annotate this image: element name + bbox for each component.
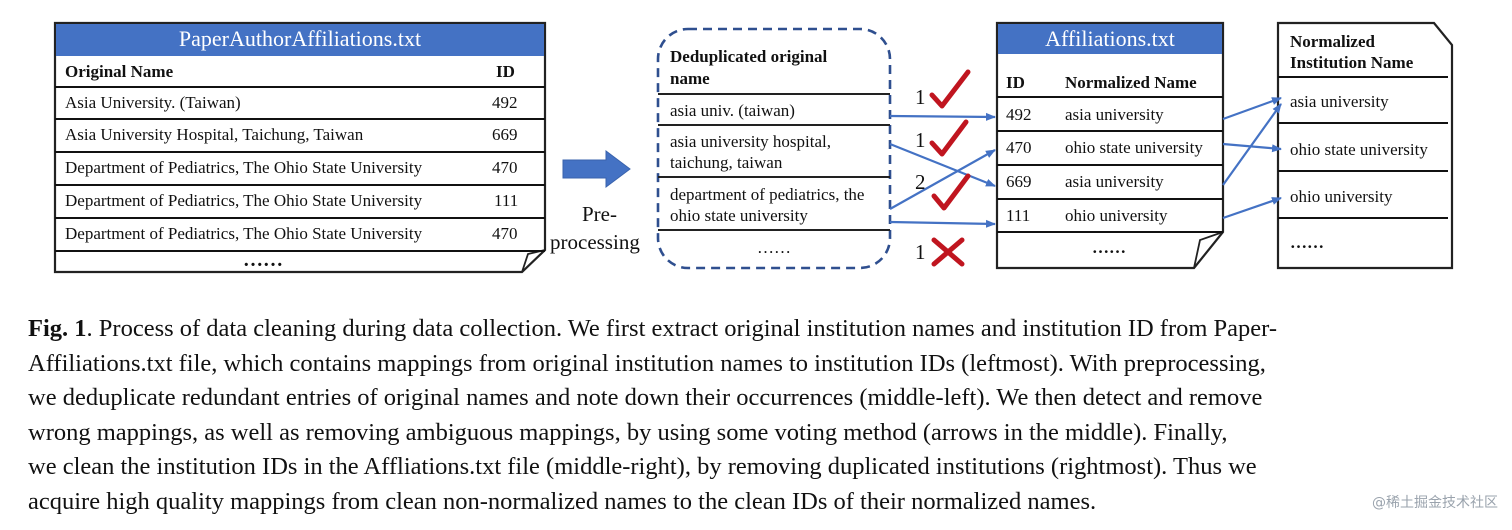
figure-caption: Fig. 1. Process of data cleaning during …	[28, 312, 1488, 519]
affiliations-row-id: 470	[1006, 138, 1032, 157]
arrow-492-to-asia	[1222, 96, 1282, 121]
arrow-470-to-ohio-state	[1222, 142, 1282, 153]
left-table-header-name: Original Name	[65, 62, 174, 81]
affiliations-document-outline	[995, 21, 1225, 270]
caption-label: Fig. 1	[28, 315, 87, 342]
preprocessing-label-line1: Pre-	[582, 202, 617, 226]
caption-text: Affiliations.txt file, which contains ma…	[28, 349, 1266, 377]
vote-count: 2	[915, 170, 926, 194]
normalized-row-name: ohio university	[1290, 187, 1393, 206]
affiliations-row-name: ohio state university	[1065, 138, 1203, 157]
dedup-title-line2: name	[670, 69, 710, 88]
left-table-row-name: Department of Pediatrics, The Ohio State…	[65, 191, 423, 210]
left-table-row-name: Department of Pediatrics, The Ohio State…	[65, 158, 423, 177]
affiliations-row-name: asia university	[1065, 172, 1164, 191]
check-mark-icon	[929, 69, 971, 109]
dedup-row-text: taichung, taiwan	[670, 153, 783, 172]
affiliations-header-name: Normalized Name	[1065, 73, 1197, 92]
arrow-dedup3-to-111	[889, 219, 996, 228]
affiliations-row-name: ohio university	[1065, 206, 1168, 225]
watermark: @稀土掘金技术社区	[1372, 495, 1498, 511]
vote-count: 1	[915, 85, 926, 109]
preprocessing-label-line2: processing	[550, 230, 640, 254]
affiliations-header-id: ID	[1006, 73, 1025, 92]
arrow-111-to-ohio	[1222, 196, 1282, 220]
left-table-row-id: 492	[492, 93, 518, 112]
preprocessing-arrow	[562, 150, 631, 188]
left-document-outline	[53, 21, 547, 274]
normalized-row-name: asia university	[1290, 92, 1389, 111]
left-table-row-name: Department of Pediatrics, The Ohio State…	[65, 224, 423, 243]
check-mark-icon	[931, 173, 971, 211]
dedup-row-text: asia univ. (taiwan)	[670, 101, 795, 120]
arrow-dedup3-to-470	[889, 149, 996, 210]
left-table-row-id: 111	[494, 191, 519, 210]
dedup-row-text: ohio state university	[670, 206, 808, 225]
caption-text: we deduplicate redundant entries of orig…	[28, 384, 1263, 411]
affiliations-row-id: 111	[1006, 206, 1031, 225]
affiliations-row-name: asia university	[1065, 105, 1164, 124]
affiliations-ellipsis: ……	[1092, 238, 1126, 257]
normalized-ellipsis: ……	[1290, 233, 1324, 252]
affiliations-row-id: 492	[1006, 105, 1032, 124]
caption-text: acquire high quality mappings from clean…	[28, 487, 1097, 515]
left-table-row-id: 669	[492, 125, 518, 144]
dedup-box-outline	[656, 27, 892, 270]
diagram-graphics	[53, 21, 1454, 274]
check-mark-icon	[929, 119, 969, 157]
dedup-row-text: asia university hospital,	[670, 132, 832, 151]
left-table-ellipsis: ……	[243, 249, 283, 271]
left-table-row-name: Asia University. (Taiwan)	[65, 93, 241, 112]
normalized-row-name: ohio state university	[1290, 140, 1428, 159]
arrow-dedup2-to-669	[889, 142, 996, 188]
normalized-document-outline	[1276, 21, 1454, 270]
left-table-header-id: ID	[496, 62, 515, 81]
caption-text: . Process of data cleaning during data c…	[86, 315, 1278, 342]
normalized-title-line2: Institution Name	[1290, 53, 1414, 72]
arrow-669-to-asia	[1222, 103, 1282, 186]
dedup-title-line1: Deduplicated original	[670, 47, 828, 66]
dedup-row-text: department of pediatrics, the	[670, 185, 865, 204]
cross-mark-icon	[931, 237, 965, 267]
caption-text: we clean the institution IDs in the Affl…	[28, 453, 1257, 480]
dedup-ellipsis: ……	[757, 238, 791, 257]
normalized-title-line1: Normalized	[1290, 32, 1375, 51]
affiliations-row-id: 669	[1006, 172, 1032, 191]
vote-count: 1	[915, 240, 926, 264]
vote-count: 1	[915, 128, 926, 152]
affiliations-document-fold	[1193, 231, 1224, 269]
caption-text: wrong mappings, as well as removing ambi…	[28, 418, 1228, 446]
affiliations-title: Affiliations.txt	[998, 24, 1222, 54]
arrow-dedup1-to-492	[889, 112, 996, 121]
left-table-row-id: 470	[492, 224, 518, 243]
left-table-row-name: Asia University Hospital, Taichung, Taiw…	[65, 125, 364, 144]
left-table-row-id: 470	[492, 158, 518, 177]
left-table-title: PaperAuthorAffiliations.txt	[56, 24, 544, 56]
